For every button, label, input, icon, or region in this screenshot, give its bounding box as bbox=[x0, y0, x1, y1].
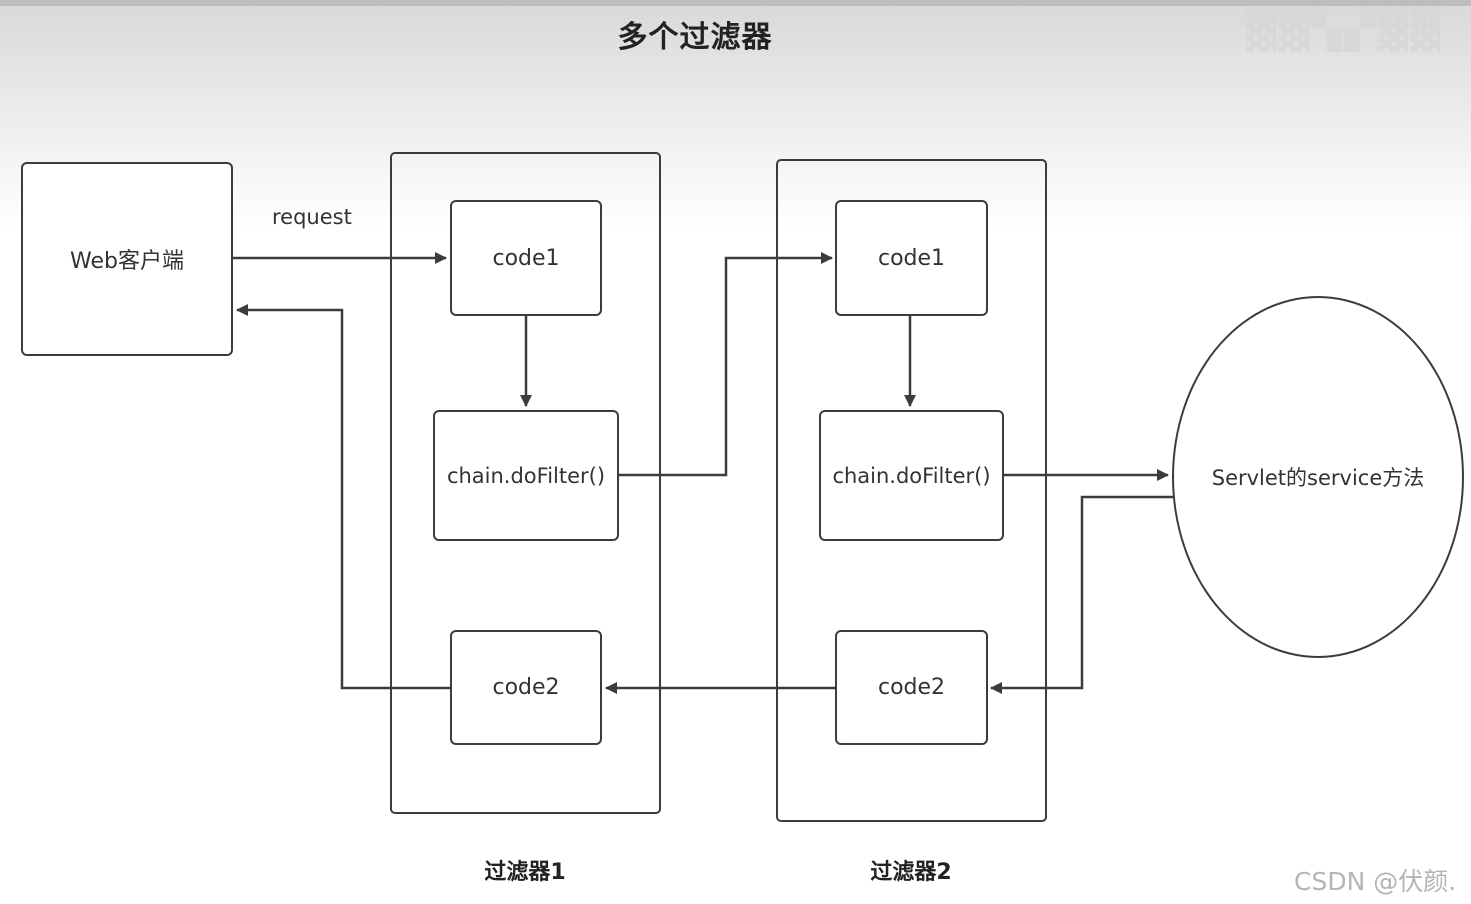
filter1-chain-box: chain.doFilter() bbox=[433, 410, 619, 541]
filter1-code2-box: code2 bbox=[450, 630, 602, 745]
csdn-watermark: CSDN @伏颜. bbox=[1294, 867, 1457, 896]
watermark-logo: ▓▓▚▞▓▓ bbox=[1246, 6, 1443, 52]
request-label: request bbox=[272, 205, 352, 229]
header-strip bbox=[0, 0, 1471, 6]
filter1-caption: 过滤器1 bbox=[484, 860, 566, 885]
filter2-code1-box: code1 bbox=[835, 200, 988, 316]
diagram-title: 多个过滤器 bbox=[617, 20, 773, 55]
filter2-code2-box: code2 bbox=[835, 630, 988, 745]
header-background bbox=[0, 0, 1471, 230]
filter2-chain-label: chain.doFilter() bbox=[832, 463, 991, 488]
filter1-code1-label: code1 bbox=[492, 245, 560, 271]
filter1-code1-box: code1 bbox=[450, 200, 602, 316]
filter1-code2-label: code2 bbox=[492, 675, 560, 700]
filter2-chain-box: chain.doFilter() bbox=[819, 410, 1004, 541]
web-client-box: Web客户端 bbox=[21, 162, 233, 356]
filter2-code2-label: code2 bbox=[877, 675, 946, 700]
filter1-container bbox=[390, 152, 661, 814]
filter2-caption: 过滤器2 bbox=[870, 860, 952, 885]
servlet-service-ellipse: Servlet的service方法 bbox=[1172, 296, 1464, 658]
filter1-chain-label: chain.doFilter() bbox=[446, 463, 606, 488]
web-client-label: Web客户端 bbox=[70, 249, 184, 274]
filter2-container bbox=[776, 159, 1047, 822]
servlet-service-label: Servlet的service方法 bbox=[1211, 466, 1425, 490]
filter2-code1-label: code1 bbox=[877, 245, 946, 271]
